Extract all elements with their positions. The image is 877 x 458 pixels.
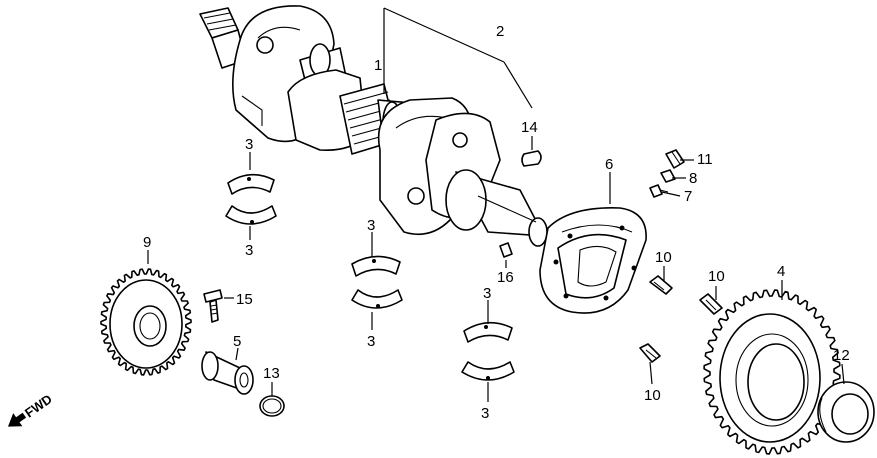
dowel-pin (499, 242, 513, 258)
starter-clutch-rotor (539, 207, 647, 314)
arrow-left-icon (7, 412, 27, 427)
callout-1: 1 (374, 57, 382, 74)
bearing-shell-mid (351, 255, 403, 309)
starter-roller (665, 149, 685, 169)
woodruff-key (521, 150, 542, 167)
callout-4: 4 (777, 263, 785, 280)
callout-13: 13 (263, 365, 280, 382)
callout-3-f: 3 (481, 405, 489, 422)
forward-direction-indicator: FWD (7, 391, 55, 427)
callout-3-a: 3 (245, 136, 253, 153)
callout-9: 9 (143, 234, 151, 251)
bolt-10-upper (649, 275, 673, 295)
fwd-label: FWD (22, 391, 55, 420)
needle-bearing (817, 381, 875, 443)
callout-12: 12 (833, 347, 850, 364)
callout-6: 6 (605, 156, 613, 173)
callout-3-e: 3 (483, 285, 491, 302)
callout-16: 16 (497, 269, 514, 286)
crankshaft (199, 5, 548, 247)
callout-15: 15 (236, 291, 253, 308)
crank-collar (201, 351, 254, 395)
callout-11: 11 (697, 151, 713, 168)
callout-10-b: 10 (708, 268, 725, 285)
callout-8: 8 (689, 170, 697, 187)
starter-driven-gear (703, 289, 841, 455)
callout-3-b: 3 (245, 242, 253, 259)
callout-10-c: 10 (644, 387, 661, 404)
spring-cap (649, 184, 669, 198)
callout-labels: 1 2 3 3 3 3 3 3 4 5 6 7 8 9 10 10 10 11 … (143, 23, 850, 422)
callout-7: 7 (684, 188, 692, 205)
callout-14: 14 (521, 119, 538, 136)
callout-10-a: 10 (655, 249, 672, 266)
callout-2: 2 (496, 23, 504, 40)
bolt-10-right (699, 293, 723, 315)
callout-5: 5 (233, 333, 241, 350)
roller-spring (660, 169, 676, 183)
callout-bracket-1-2 (383, 7, 533, 109)
callout-3-c: 3 (367, 217, 375, 234)
bearing-shell-right (461, 321, 515, 381)
o-ring (259, 395, 285, 417)
leader-lines (147, 136, 845, 402)
primary-drive-gear (100, 268, 192, 376)
callout-3-d: 3 (367, 333, 375, 350)
bearing-shell-top-left (225, 173, 277, 225)
flange-bolt (203, 289, 223, 323)
bolt-10-lower (639, 343, 661, 363)
